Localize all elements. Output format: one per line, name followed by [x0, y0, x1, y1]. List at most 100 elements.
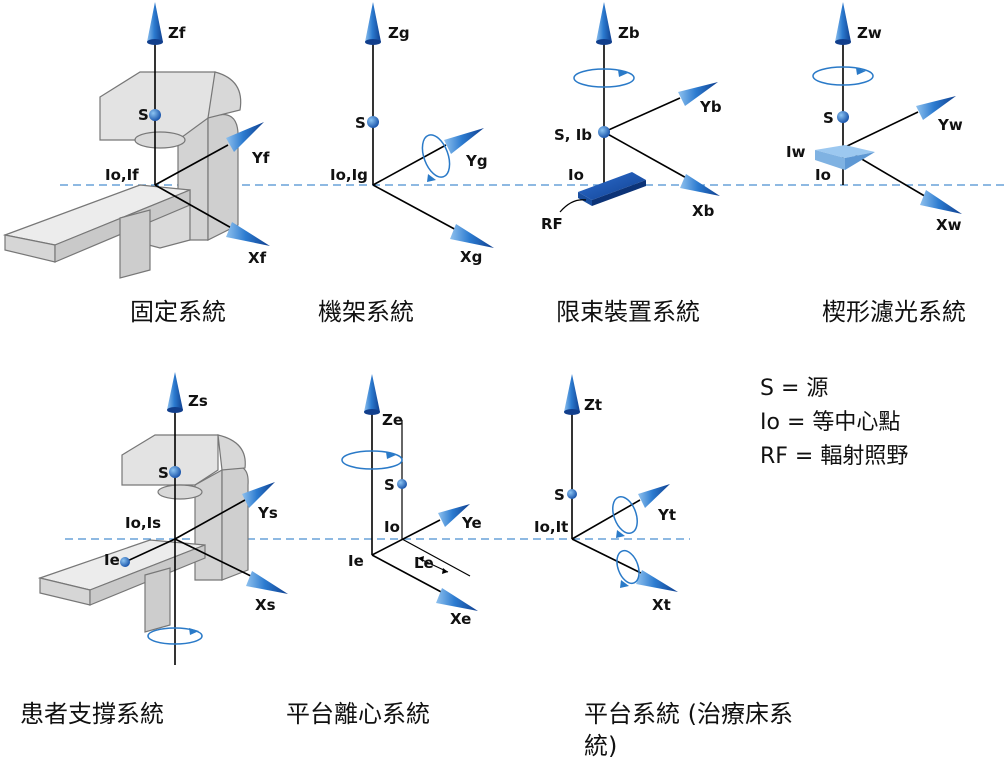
x-axis-arrowhead — [226, 222, 270, 246]
fixed-system-diagram: Zf Yf Xf S Io,If — [2, 2, 270, 279]
caption-wedge-system: 楔形濾光系統 — [822, 298, 966, 326]
wedge-label: Iw — [786, 143, 806, 161]
z-axis-label: Zb — [618, 24, 640, 42]
legend: S = 源 Io = 等中心點 RF = 輻射照野 — [760, 372, 908, 474]
source-dot — [567, 489, 577, 499]
z-axis-arrowhead — [596, 2, 612, 42]
x-axis-label: Xw — [936, 216, 962, 234]
y-axis-label: Yf — [251, 149, 270, 167]
source-dot — [367, 116, 379, 128]
caption-limiting-device-system: 限束裝置系統 — [556, 298, 700, 326]
z-axis-arrowhead — [167, 372, 183, 410]
source-label: S — [158, 464, 169, 482]
eccentric-label: Ie — [104, 551, 120, 569]
y-axis-arrowhead — [226, 122, 264, 152]
y-axis-arrowhead — [916, 96, 956, 120]
origin-label: Io,It — [534, 518, 568, 536]
caption-patient-support-system: 患者支撐系統 — [20, 700, 164, 728]
z-axis-arrowhead — [835, 2, 851, 42]
wedge-filter-block — [815, 145, 875, 170]
source-label: S — [384, 476, 395, 494]
origin-label: Io — [815, 166, 831, 184]
gantry-machine-shape — [2, 71, 242, 279]
eccentric-label: Ie — [348, 552, 364, 570]
y-axis-label: Yt — [657, 506, 676, 524]
source-dot — [149, 109, 161, 121]
y-axis-label: Ye — [461, 514, 482, 532]
y-axis-label: Yw — [937, 116, 963, 134]
source-label: S — [138, 106, 149, 124]
x-axis-label: Xe — [450, 610, 471, 628]
legend-item-isocenter: Io = 等中心點 — [760, 410, 901, 435]
rotation-arrow-icon — [341, 450, 403, 470]
z-axis-arrowhead — [147, 2, 163, 42]
z-axis-arrowhead — [364, 374, 380, 412]
rotation-arrow-icon — [612, 496, 638, 534]
eccentric-system-diagram: Ze Ye Xe S Io Ie Le — [341, 374, 482, 628]
caption-fixed-system: 固定系統 — [130, 298, 226, 326]
wedge-system-diagram: Zw Yw Xw S Io Iw — [786, 2, 963, 234]
y-axis-label: Yg — [465, 152, 488, 170]
tabletop-system-diagram: Zt Yt Xt S Io,It — [534, 374, 678, 614]
x-axis-arrowhead — [246, 571, 288, 594]
gantry-system-diagram: Zg Yg Xg S Io,Ig — [330, 2, 494, 266]
z-axis-label: Zw — [857, 24, 882, 42]
x-axis-label: Xf — [248, 249, 267, 267]
origin-label: Io,If — [105, 166, 139, 184]
x-axis-arrowhead — [450, 224, 494, 248]
source-dot — [169, 466, 181, 478]
gantry-machine-shape — [37, 434, 249, 633]
rotation-arrow-icon — [147, 627, 203, 645]
origin-label: Io,Ig — [330, 166, 368, 184]
rotation-arrow-icon — [812, 66, 874, 86]
patient-support-system-diagram: Zs Ys Xs S Io,Is Ie — [37, 372, 288, 665]
eccentric-dot — [120, 557, 130, 567]
y-axis-label: Yb — [699, 98, 722, 116]
y-axis-label: Ys — [257, 504, 278, 522]
legend-item-source: S = 源 — [760, 376, 829, 401]
z-axis-label: Ze — [382, 411, 403, 429]
y-axis-arrowhead — [678, 82, 718, 106]
x-axis-arrowhead — [636, 570, 678, 592]
z-axis-arrowhead — [365, 2, 381, 42]
origin-label: Io,Is — [125, 514, 161, 532]
z-axis-label: Zt — [584, 396, 602, 414]
rotation-arrow-icon — [421, 134, 451, 178]
source-label: S — [823, 109, 834, 127]
x-axis-arrowhead — [920, 190, 962, 214]
y-axis-arrowhead — [638, 484, 670, 508]
radiation-field-plate — [578, 172, 646, 200]
caption-eccentric-system: 平台離心系統 — [286, 700, 430, 728]
x-axis-arrowhead — [680, 174, 720, 196]
origin-label: Io — [384, 518, 400, 536]
radiation-field-label: RF — [541, 215, 563, 233]
x-axis-label: Xb — [692, 202, 715, 220]
z-axis-label: Zs — [188, 392, 208, 410]
z-axis-label: Zg — [388, 24, 410, 42]
y-axis-arrowhead — [438, 504, 470, 527]
source-label: S, Ib — [554, 126, 592, 144]
z-axis-label: Zf — [168, 24, 186, 42]
caption-tabletop-system-line1: 平台系統 (治療床系 — [584, 700, 793, 728]
x-axis-label: Xg — [460, 248, 482, 266]
x-axis-arrowhead — [436, 588, 478, 611]
z-axis-arrowhead — [564, 374, 580, 412]
x-axis-label: Xs — [255, 596, 276, 614]
source-dot — [397, 479, 407, 489]
x-axis-label: Xt — [652, 596, 671, 614]
rotation-arrow-icon — [616, 549, 640, 585]
source-dot — [598, 126, 610, 138]
distance-label: Le — [414, 554, 434, 572]
limiting-device-system-diagram: Zb Yb Xb S, Ib Io RF — [541, 2, 722, 233]
source-label: S — [554, 486, 565, 504]
caption-gantry-system: 機架系統 — [318, 298, 414, 326]
caption-tabletop-system-line2: 統) — [584, 732, 618, 760]
origin-label: Io — [568, 166, 584, 184]
rotation-arrow-icon — [573, 68, 635, 88]
y-axis-arrowhead — [444, 128, 484, 154]
legend-item-radiation-field: RF = 輻射照野 — [760, 444, 909, 469]
source-dot — [837, 111, 849, 123]
source-label: S — [355, 114, 366, 132]
y-axis-arrowhead — [242, 482, 275, 508]
